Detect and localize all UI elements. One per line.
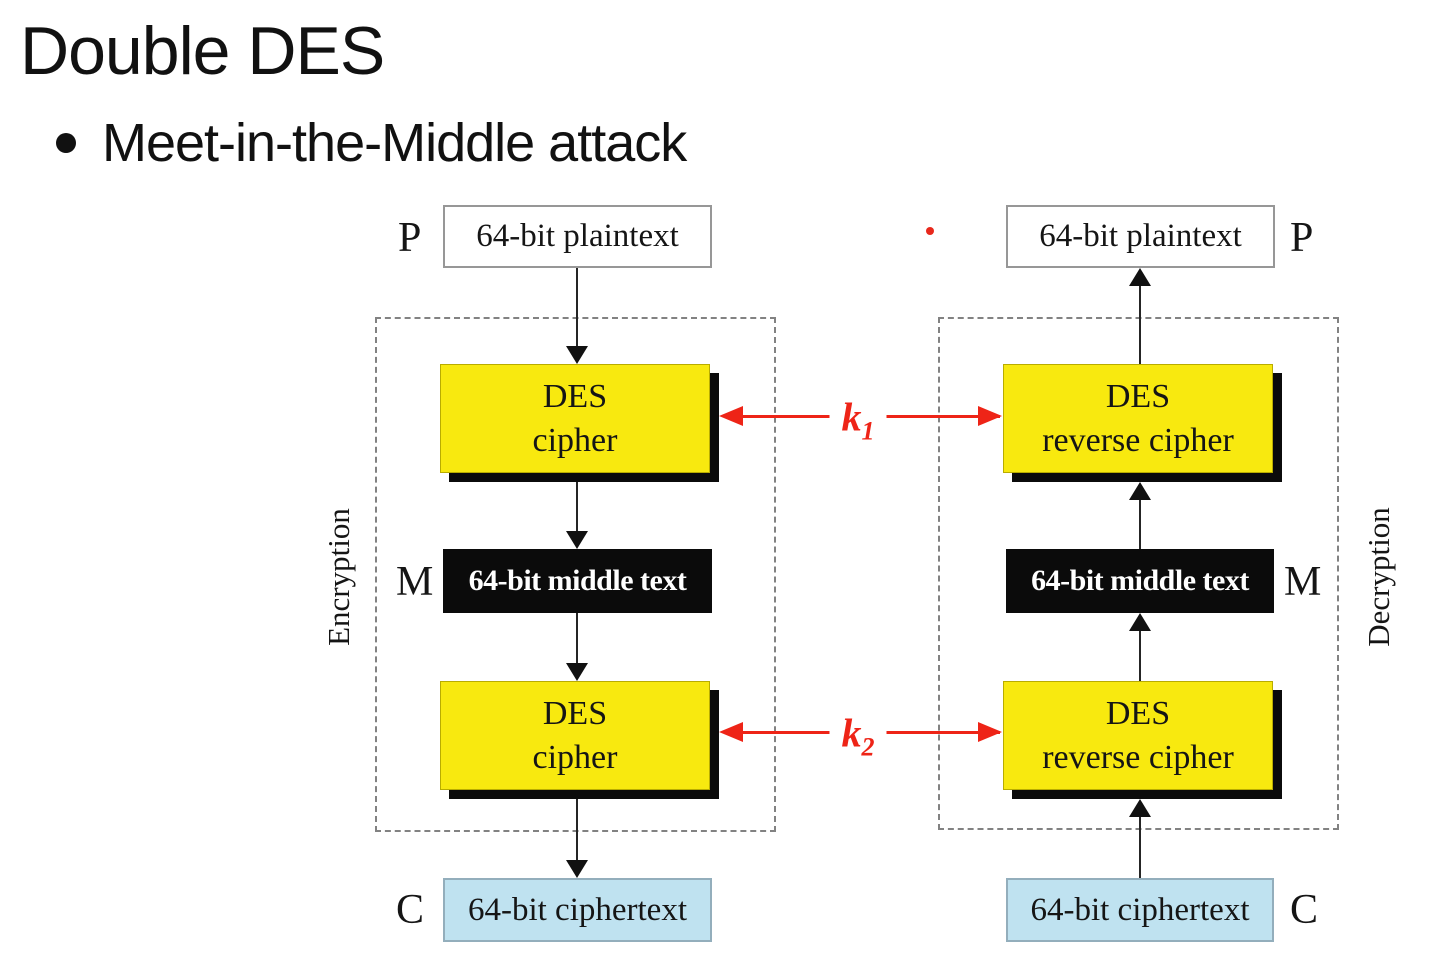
- arrow-down-icon: [566, 663, 588, 681]
- bullet-item: Meet-in-the-Middle attack: [56, 112, 687, 174]
- arrow-up-icon: [1129, 268, 1151, 286]
- arrow-left-icon: [719, 722, 743, 742]
- encryption-section-label: Encryption: [321, 508, 356, 646]
- decryption-dashed-frame: [938, 317, 1339, 830]
- arrow-line: [576, 482, 578, 531]
- arrow-left-icon: [719, 406, 743, 426]
- decryption-middle-text-box: 64-bit middle text: [1006, 549, 1274, 613]
- encryption-plaintext-box: 64-bit plaintext: [443, 205, 712, 268]
- arrow-line: [576, 613, 578, 663]
- arrow-line: [576, 268, 578, 348]
- decryption-c-label: C: [1290, 887, 1319, 933]
- decryption-plaintext-box: 64-bit plaintext: [1006, 205, 1275, 268]
- encryption-des-cipher-1-box: DES cipher: [440, 364, 710, 473]
- encryption-middle-text-box: 64-bit middle text: [443, 549, 712, 613]
- decryption-m-label: M: [1284, 559, 1322, 605]
- arrow-line: [1139, 631, 1141, 681]
- arrow-line: [576, 799, 578, 860]
- encryption-des-cipher-2-box: DES cipher: [440, 681, 710, 790]
- bullet-text: Meet-in-the-Middle attack: [102, 113, 687, 173]
- arrow-up-icon: [1129, 799, 1151, 817]
- laser-pointer-dot-icon: [926, 227, 934, 235]
- arrow-up-icon: [1129, 482, 1151, 500]
- key2-label: k2: [829, 709, 887, 760]
- arrow-right-icon: [978, 406, 1002, 426]
- arrow-line: [1139, 286, 1141, 364]
- encryption-p-label: P: [398, 215, 422, 261]
- arrow-up-icon: [1129, 613, 1151, 631]
- arrow-down-icon: [566, 346, 588, 364]
- page-title: Double DES: [20, 13, 385, 89]
- key1-label: k1: [829, 393, 887, 444]
- decryption-ciphertext-box: 64-bit ciphertext: [1006, 878, 1274, 942]
- decryption-section-label: Decryption: [1361, 507, 1396, 647]
- encryption-dashed-frame: [375, 317, 776, 832]
- encryption-c-label: C: [396, 887, 425, 933]
- arrow-line: [1139, 500, 1141, 549]
- arrow-right-icon: [978, 722, 1002, 742]
- arrow-line: [1139, 817, 1141, 878]
- encryption-ciphertext-box: 64-bit ciphertext: [443, 878, 712, 942]
- decryption-des-reverse-cipher-1-box: DES reverse cipher: [1003, 364, 1273, 473]
- decryption-des-reverse-cipher-2-box: DES reverse cipher: [1003, 681, 1273, 790]
- decryption-p-label: P: [1290, 215, 1314, 261]
- encryption-m-label: M: [396, 559, 434, 605]
- arrow-down-icon: [566, 860, 588, 878]
- arrow-down-icon: [566, 531, 588, 549]
- bullet-icon: [56, 133, 76, 153]
